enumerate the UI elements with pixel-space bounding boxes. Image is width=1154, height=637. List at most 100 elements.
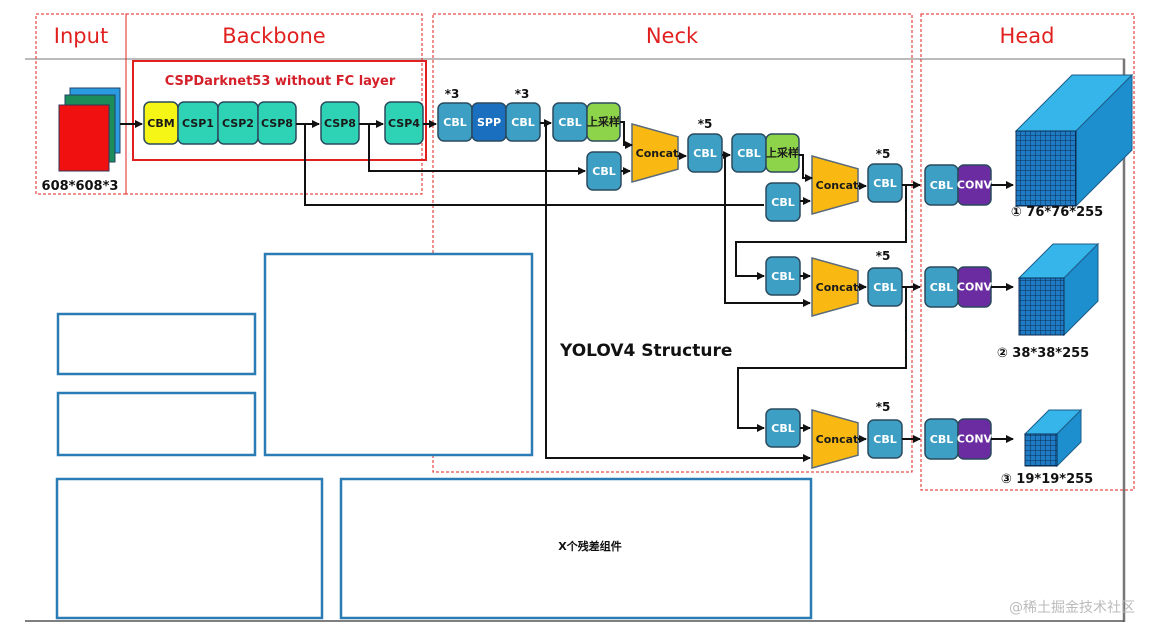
upsample-block-label: 上采样 xyxy=(587,114,620,128)
cbl-block: CBL xyxy=(765,182,801,222)
spp-block-label: SPP xyxy=(477,116,501,129)
cbl-legend-box xyxy=(56,391,257,457)
csp4-block-label: CSP4 xyxy=(388,117,420,130)
multiplier-x3-1: *3 xyxy=(445,87,460,101)
route-line xyxy=(368,124,586,175)
cbl-block: CBL xyxy=(552,102,588,142)
csp2-block-label: CSP2 xyxy=(222,117,254,130)
cbl-block: CBL xyxy=(586,151,622,191)
cbl-block-label: CBL xyxy=(873,281,896,294)
cbl-block: CBL xyxy=(867,419,903,459)
spp-legend-box xyxy=(263,252,534,457)
head-cbl-block: CBL xyxy=(924,266,959,308)
output-cube-38 xyxy=(1017,242,1100,337)
route-line xyxy=(304,124,764,206)
cbl-block: CBL xyxy=(505,102,541,142)
cspx-legend-box xyxy=(339,477,813,620)
cbl-block-label: CBL xyxy=(771,422,794,435)
cbl-block: CBL xyxy=(731,133,767,173)
backbone-title: CSPDarknet53 without FC layer xyxy=(165,74,396,89)
backbone-frame xyxy=(132,60,427,161)
cbl-block-label: CBL xyxy=(737,147,760,160)
cbl-block: CBL xyxy=(765,256,801,296)
cbl-block-label: CBL xyxy=(771,196,794,209)
output-label-2: ② 38*38*255 xyxy=(997,346,1089,361)
cbl-block: CBL xyxy=(437,102,473,142)
cbl-block-label: CBL xyxy=(771,270,794,283)
output-label-3: ③ 19*19*255 xyxy=(1001,472,1093,487)
input-image-icon xyxy=(58,87,121,172)
input-size-label: 608*608*3 xyxy=(42,179,119,194)
cbl-block: CBL xyxy=(867,267,903,307)
head-cbl-block-label: CBL xyxy=(930,179,953,192)
route-line xyxy=(737,287,907,432)
head-conv-block: CONV xyxy=(957,418,993,460)
csp4-block: CSP4 xyxy=(384,101,424,145)
head-cbl-block-label: CBL xyxy=(930,433,953,446)
output-cube-19 xyxy=(1023,408,1083,468)
csp2-block: CSP2 xyxy=(217,101,259,145)
concat-block-label: Concat xyxy=(816,433,859,446)
multiplier-x5-3: *5 xyxy=(876,249,891,263)
connector-line xyxy=(799,154,813,182)
head-section-box xyxy=(920,13,1135,491)
head-cbl-block: CBL xyxy=(924,418,959,460)
neck-section-box xyxy=(432,13,913,473)
watermark: @稀土掘金技术社区 xyxy=(1009,600,1135,616)
csp8-block-1: CSP8 xyxy=(257,101,297,145)
section-label-head: Head xyxy=(1000,24,1055,48)
cbl-block-label: CBL xyxy=(511,116,534,129)
cbl-block: CBL xyxy=(765,408,801,448)
csp8-block-2: CSP8 xyxy=(320,101,360,145)
cbm-legend-box xyxy=(56,312,257,376)
concat-block-label: Concat xyxy=(816,179,859,192)
csp8-block-2-label: CSP8 xyxy=(324,117,356,130)
concat-block: Concat xyxy=(811,155,859,215)
upsample-block: 上采样 xyxy=(765,133,800,173)
output-label-1: ① 76*76*255 xyxy=(1011,205,1103,220)
section-label-backbone: Backbone xyxy=(222,24,325,48)
csp8-block-1-label: CSP8 xyxy=(261,117,293,130)
multiplier-x3-2: *3 xyxy=(515,87,530,101)
cbl-block: CBL xyxy=(687,133,723,173)
cbl-block: CBL xyxy=(867,163,903,203)
csp1-block: CSP1 xyxy=(177,101,219,145)
cbl-block-label: CBL xyxy=(873,177,896,190)
concat-block: Concat xyxy=(811,257,859,317)
head-conv-block: CONV xyxy=(957,266,993,308)
concat-block: Concat xyxy=(811,409,859,469)
cbl-block-label: CBL xyxy=(873,433,896,446)
head-conv-block-label: CONV xyxy=(957,178,993,191)
cbl-block-label: CBL xyxy=(558,116,581,129)
cbm-block: CBM xyxy=(143,101,179,145)
head-conv-block-label: CONV xyxy=(957,280,993,293)
connector-line xyxy=(620,121,633,149)
route-line xyxy=(724,155,811,307)
head-cbl-block-label: CBL xyxy=(930,281,953,294)
csp1-block-label: CSP1 xyxy=(182,117,214,130)
resunit-legend-box xyxy=(55,477,324,620)
spp-block: SPP xyxy=(471,102,507,142)
upsample-block-label: 上采样 xyxy=(766,145,799,159)
head-conv-block: CONV xyxy=(957,164,993,206)
output-cube-76 xyxy=(1014,73,1134,208)
upsample-block: 上采样 xyxy=(586,102,621,142)
multiplier-x5-2: *5 xyxy=(876,147,891,161)
multiplier-x5-1: *5 xyxy=(698,117,713,131)
route-line xyxy=(545,123,811,462)
section-label-input: Input xyxy=(54,24,108,48)
cbl-block-label: CBL xyxy=(443,116,466,129)
concat-block-label: Concat xyxy=(636,147,679,160)
concat-block-label: Concat xyxy=(816,281,859,294)
structure-title: YOLOV4 Structure xyxy=(559,341,732,361)
cbm-block-label: CBM xyxy=(147,117,174,130)
head-cbl-block: CBL xyxy=(924,164,959,206)
section-label-neck: Neck xyxy=(646,24,699,48)
res-component-caption: X个残差组件 xyxy=(558,539,621,553)
head-conv-block-label: CONV xyxy=(957,432,993,445)
route-line xyxy=(735,185,907,280)
cbl-block-label: CBL xyxy=(592,165,615,178)
cbl-block-label: CBL xyxy=(693,147,716,160)
multiplier-x5-4: *5 xyxy=(876,400,891,414)
